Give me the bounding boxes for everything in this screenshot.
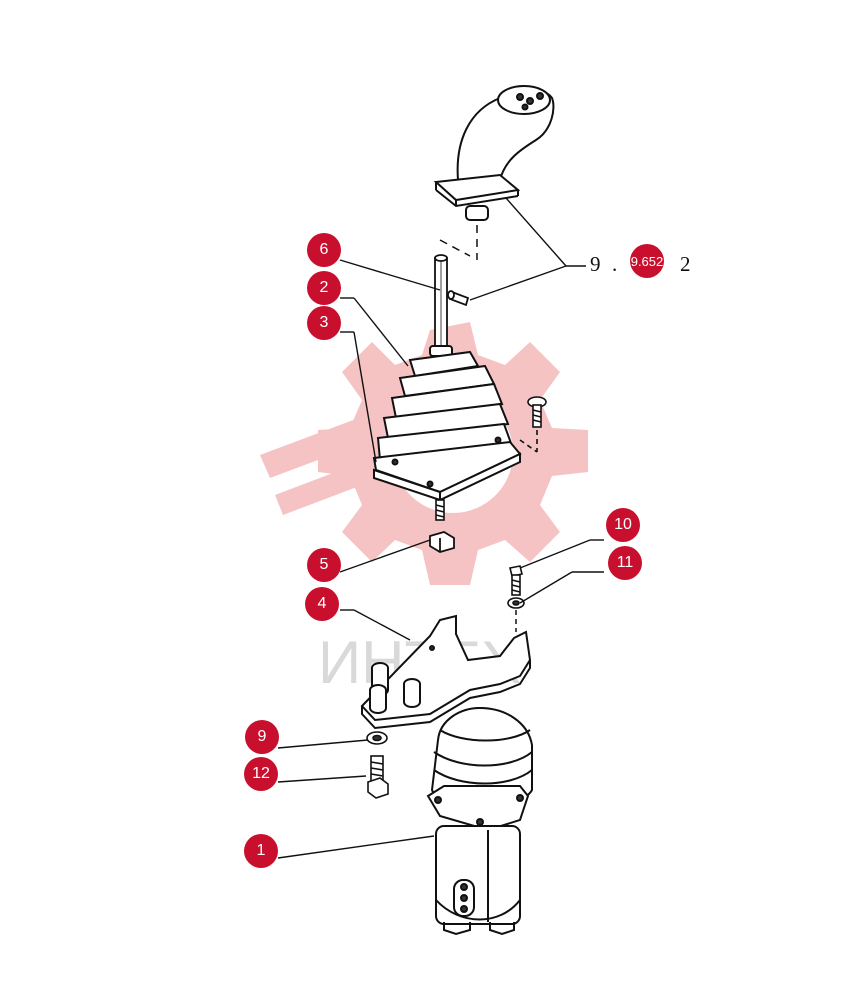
reference-dot: . [612,252,618,276]
centerline-2 [439,239,471,257]
bolt-12 [367,755,389,799]
callout-4[interactable]: 4 [305,587,339,621]
screw-upper [519,396,547,453]
callout-2[interactable]: 2 [307,271,341,305]
reference-left: 9 [590,252,601,276]
callout-12[interactable]: 12 [244,757,278,791]
mounting-bracket [360,614,532,730]
rubber-boot [372,345,522,502]
callout-1[interactable]: 1 [244,834,278,868]
lever-handle [433,85,555,221]
callout-10[interactable]: 10 [606,508,640,542]
callout-9652[interactable]: 9.652 [630,244,664,278]
callout-3[interactable]: 3 [307,306,341,340]
joystick-valve-unit [426,706,533,936]
reference-right: 2 [680,252,691,276]
bolt-10 [509,565,523,596]
washer-9 [366,731,388,745]
callout-11[interactable]: 11 [608,546,642,580]
lever-shaft [434,254,448,354]
callout-5[interactable]: 5 [307,548,341,582]
callout-9[interactable]: 9 [245,720,279,754]
nut [429,531,455,553]
leader-lines [277,197,604,859]
threaded-stud [435,499,445,521]
washer-11 [507,597,525,609]
pin [447,290,470,307]
callout-6[interactable]: 6 [307,233,341,267]
